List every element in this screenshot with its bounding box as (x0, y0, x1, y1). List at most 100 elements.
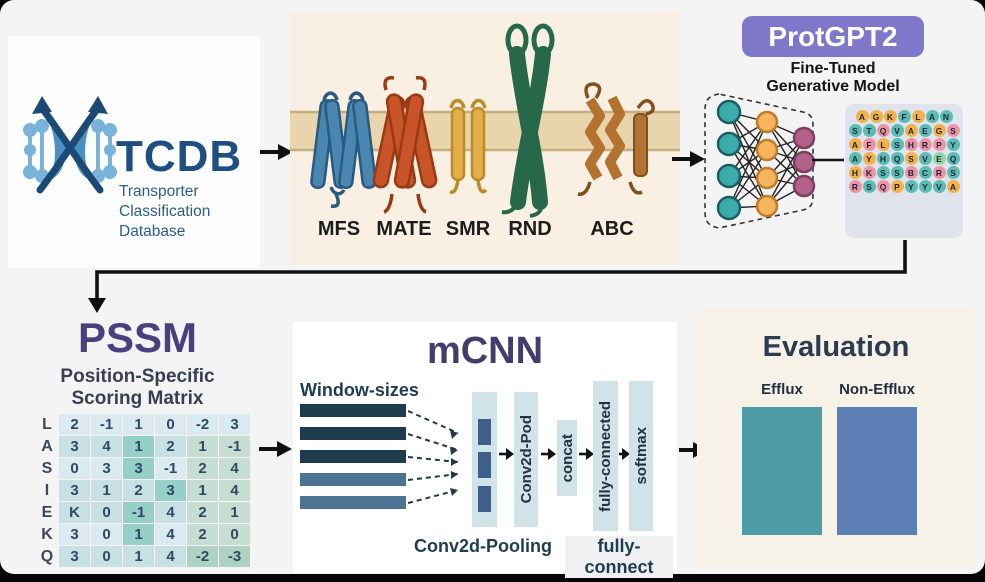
pssm-cell: 2 (187, 524, 218, 545)
pssm-cell: 1 (123, 414, 154, 435)
protgpt2-badge: ProtGPT2 (742, 16, 924, 57)
pssm-cell: 0 (155, 414, 186, 435)
softmax-block: softmax (629, 381, 653, 531)
tcdb-name-line3: Database (119, 222, 186, 240)
amino-acid-circle: H (904, 138, 918, 151)
amino-acid-circle: L (911, 110, 925, 123)
pssm-cell: K (59, 502, 90, 523)
pssm-cell: 1 (123, 524, 154, 545)
amino-acid-circle: E (918, 124, 932, 137)
amino-acid-circle: V (932, 180, 946, 193)
efflux-bar (742, 407, 822, 535)
nn-node (792, 126, 816, 150)
fully-connected-block: fully-connected (593, 381, 618, 531)
pssm-cell: 4 (91, 436, 122, 457)
amino-acid-circle: S (904, 152, 918, 165)
pssm-cell: 2 (123, 480, 154, 501)
window-size-bar (300, 496, 406, 509)
pssm-cell: -3 (219, 546, 250, 567)
connector-line (812, 158, 844, 162)
nn-node (716, 99, 742, 125)
pssm-cell: 1 (219, 502, 250, 523)
amino-acid-circle: H (876, 152, 890, 165)
amino-acid-circle: H (848, 166, 862, 179)
concat-label: concat (558, 433, 576, 483)
pssm-cell: 3 (91, 458, 122, 479)
pssm-cell: -1 (155, 458, 186, 479)
nn-node (755, 166, 779, 190)
amino-acid-circle: A (848, 138, 862, 151)
pssm-row-label: K (41, 525, 53, 543)
pssm-cell: 2 (187, 502, 218, 523)
pssm-cell: 4 (219, 480, 250, 501)
evaluation-panel: Evaluation Efflux Non-Efflux (697, 309, 975, 569)
concat-block: concat (557, 420, 577, 496)
amino-acid-circle: F (862, 138, 876, 151)
protgpt2-subtitle: Fine-Tuned Generative Model (743, 60, 923, 97)
mate-protein-icon (372, 76, 438, 214)
pssm-cell: 0 (91, 502, 122, 523)
pssm-cell: 0 (91, 546, 122, 567)
window-size-bar (300, 450, 406, 463)
amino-acid-circle: K (883, 110, 897, 123)
softmax-label: softmax (632, 427, 650, 485)
window-size-bar (300, 473, 406, 486)
amino-acid-circle: F (897, 110, 911, 123)
conv2d-pod-block: Conv2d-Pod (514, 392, 538, 527)
pssm-cell: 2 (187, 458, 218, 479)
feature-map (478, 486, 491, 512)
flow-arrow-icon (259, 441, 292, 457)
non-efflux-bar (837, 407, 917, 535)
down-arrowhead-icon (88, 298, 106, 313)
pssm-row-label: E (41, 503, 53, 521)
amino-acid-circle: Q (946, 152, 960, 165)
amino-acid-circle: Y (946, 138, 960, 151)
tcdb-panel: TCDB Transporter Classification Database (8, 36, 260, 268)
window-sizes-label: Window-sizes (300, 380, 419, 400)
pssm-cell: 1 (123, 436, 154, 457)
pssm-cell: 0 (91, 524, 122, 545)
pssm-row-label: S (41, 459, 53, 477)
pssm-cell: 1 (91, 480, 122, 501)
conv2d-pooling-caption: Conv2d-Pooling (414, 536, 552, 556)
amino-acid-circle: S (946, 124, 960, 137)
amino-acid-circle: A (904, 124, 918, 137)
amino-acid-circle: V (918, 152, 932, 165)
tcdb-full-name: Transporter Classification Database (119, 182, 210, 241)
pssm-cell: -2 (187, 546, 218, 567)
amino-acid-circle: Q (876, 124, 890, 137)
family-label-abc: ABC (590, 218, 634, 240)
protgpt2-subtitle-line2: Generative Model (766, 78, 900, 96)
tcdb-name-line1: Transporter (119, 183, 199, 200)
amino-acid-circle: A (946, 180, 960, 193)
smr-protein-icon (449, 98, 488, 194)
pssm-cell: -2 (187, 414, 218, 435)
amino-acid-circle: A (855, 110, 869, 123)
window-size-bar (300, 404, 406, 417)
nn-node (792, 150, 816, 174)
feature-map (478, 452, 491, 478)
dashed-arrows-icon (408, 410, 459, 504)
pssm-title: PSSM (77, 314, 198, 361)
amino-acid-circle: S (890, 166, 904, 179)
amino-acid-circle: V (890, 124, 904, 137)
tcdb-acronym: TCDB (116, 132, 243, 181)
amino-acid-circle: P (932, 138, 946, 151)
non-efflux-label: Non-Efflux (839, 381, 915, 398)
pssm-cell: 1 (123, 546, 154, 567)
fully-connected-label: fully-connected (597, 400, 614, 512)
neural-network-icon (704, 93, 816, 229)
amino-acid-circle: Q (876, 180, 890, 193)
mcnn-panel: mCNN Window-sizes (293, 322, 677, 578)
family-label-smr: SMR (445, 218, 491, 240)
mfs-protein-icon (310, 91, 377, 208)
tcdb-logo-icon (23, 96, 117, 194)
